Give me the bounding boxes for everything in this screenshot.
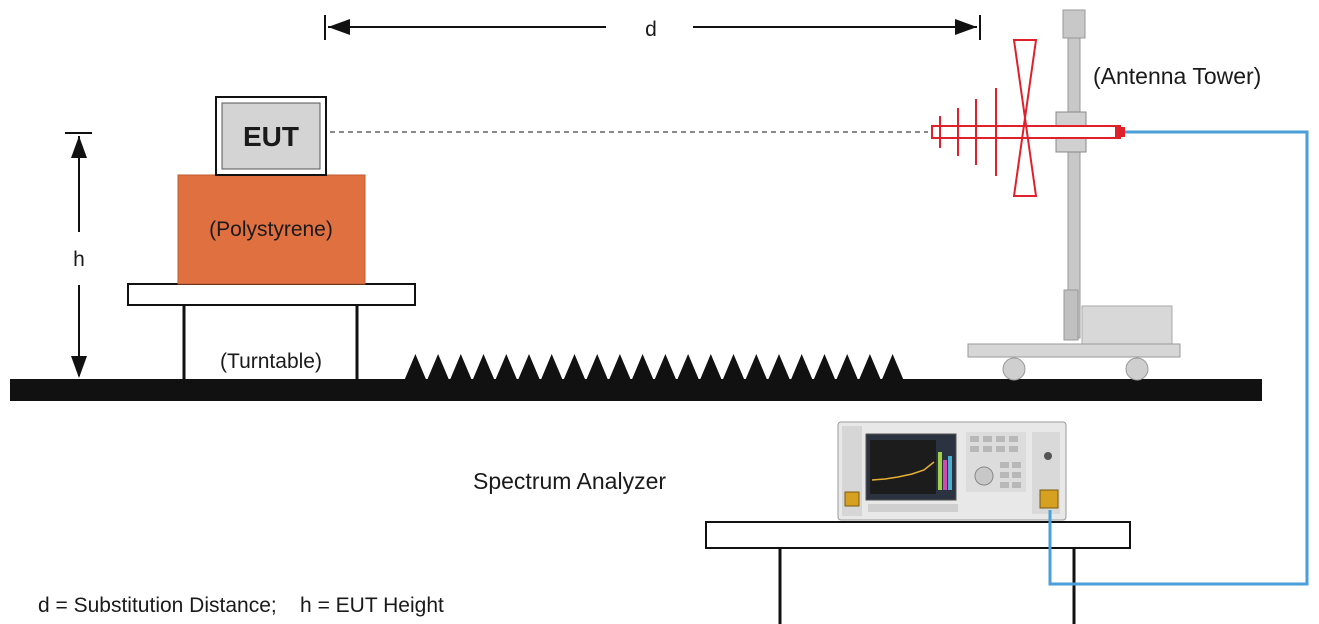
arrowhead-right-icon [955, 19, 977, 35]
polystyrene-label: (Polystyrene) [209, 218, 333, 241]
eut-box: EUT [215, 96, 327, 176]
spectrum-analyzer-icon [837, 421, 1067, 521]
arrowhead-up-icon [71, 136, 87, 158]
polystyrene-block: (Polystyrene) [177, 174, 366, 285]
antenna-tower-label: (Antenna Tower) [1093, 63, 1261, 89]
turntable: (Turntable) [127, 283, 416, 380]
coax-cable [1048, 130, 1309, 586]
absorber-pyramids [404, 354, 904, 381]
turntable-label: (Turntable) [220, 350, 322, 373]
ground-plane [10, 379, 1262, 401]
antenna-tower: (Antenna Tower) [967, 9, 1261, 381]
antenna-icon [931, 39, 1125, 197]
arrowhead-left-icon [328, 19, 350, 35]
distance-dimension: d [324, 15, 981, 41]
spectrum-analyzer-label: Spectrum Analyzer [473, 468, 666, 494]
analyzer-table [705, 521, 1131, 624]
height-dimension: h [65, 132, 92, 378]
arrowhead-down-icon [71, 356, 87, 378]
eut-label: EUT [243, 121, 299, 152]
distance-label: d [645, 18, 657, 41]
legend-text: d = Substitution Distance; h = EUT Heigh… [38, 594, 444, 617]
absorbers [404, 354, 904, 381]
height-label: h [73, 248, 85, 271]
